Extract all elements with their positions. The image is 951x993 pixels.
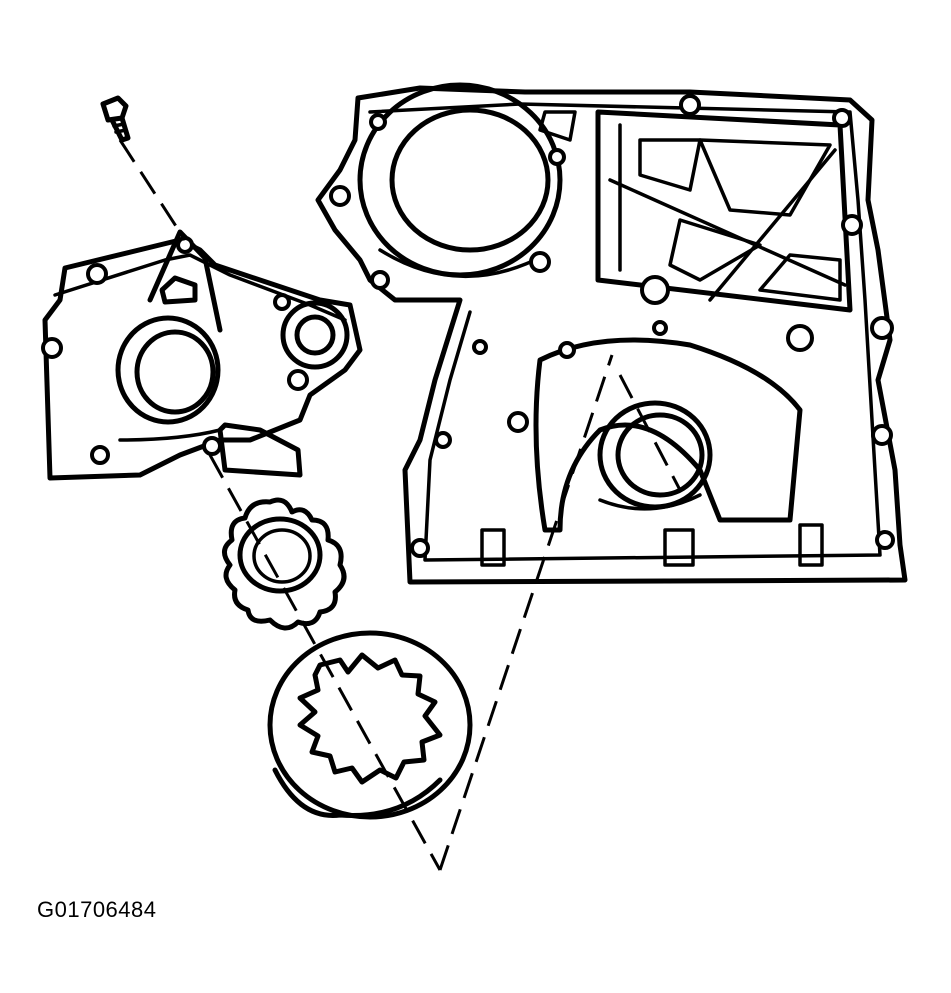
figure-id-label: G01706484 [37, 897, 157, 922]
mounting-bolt [100, 95, 131, 143]
outer-gear-rotor [267, 630, 473, 820]
inner-gear-rotor [222, 497, 347, 631]
assembly-centerlines [118, 139, 682, 871]
oil-pump-housing [41, 229, 363, 481]
front-engine-cover [315, 82, 908, 585]
